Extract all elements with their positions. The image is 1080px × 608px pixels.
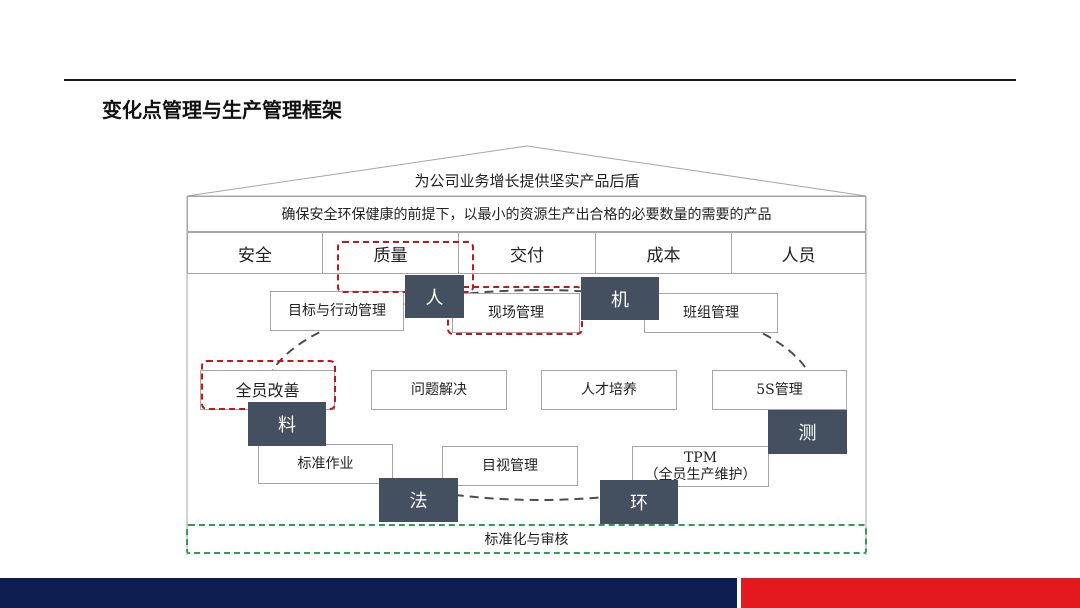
highlight-site-management (447, 286, 583, 335)
practice-visual-management: 目视管理 (442, 446, 578, 486)
factor-measurement: 测 (768, 410, 847, 454)
tpm-title: TPM (683, 449, 718, 466)
roof-text: 为公司业务增长提供坚实产品后盾 (414, 172, 639, 190)
practice-problem-solving: 问题解决 (371, 370, 507, 410)
tpm-subtitle: （全员生产维护） (644, 466, 757, 483)
pillar-delivery: 交付 (458, 232, 596, 274)
footer-navy-bar (0, 578, 737, 608)
practice-standard-work: 标准作业 (258, 444, 393, 484)
mission-statement: 确保安全环保健康的前提下，以最小的资源生产出合格的必要数量的需要的产品 (187, 196, 866, 232)
practice-5s-management: 5S管理 (712, 370, 847, 410)
footer-red-bar (741, 578, 1080, 608)
pillar-cost: 成本 (595, 232, 732, 274)
practice-site-management: 现场管理 (452, 293, 580, 333)
factor-method: 法 (379, 478, 458, 522)
page-title: 变化点管理与生产管理框架 (102, 98, 342, 122)
factor-environment: 环 (600, 480, 678, 524)
factor-material: 料 (248, 402, 326, 446)
factor-man: 人 (405, 275, 464, 318)
factor-machine: 机 (581, 277, 659, 320)
pillar-quality: 质量 (322, 232, 459, 274)
practice-talent-development: 人才培养 (541, 370, 677, 410)
standardization-audit-band: 标准化与审核 (186, 524, 867, 554)
top-divider (64, 79, 1016, 81)
pillar-people: 人员 (731, 232, 866, 274)
practice-goal-management: 目标与行动管理 (270, 291, 404, 331)
practice-team-management: 班组管理 (644, 293, 778, 333)
pillar-safety: 安全 (187, 232, 323, 274)
